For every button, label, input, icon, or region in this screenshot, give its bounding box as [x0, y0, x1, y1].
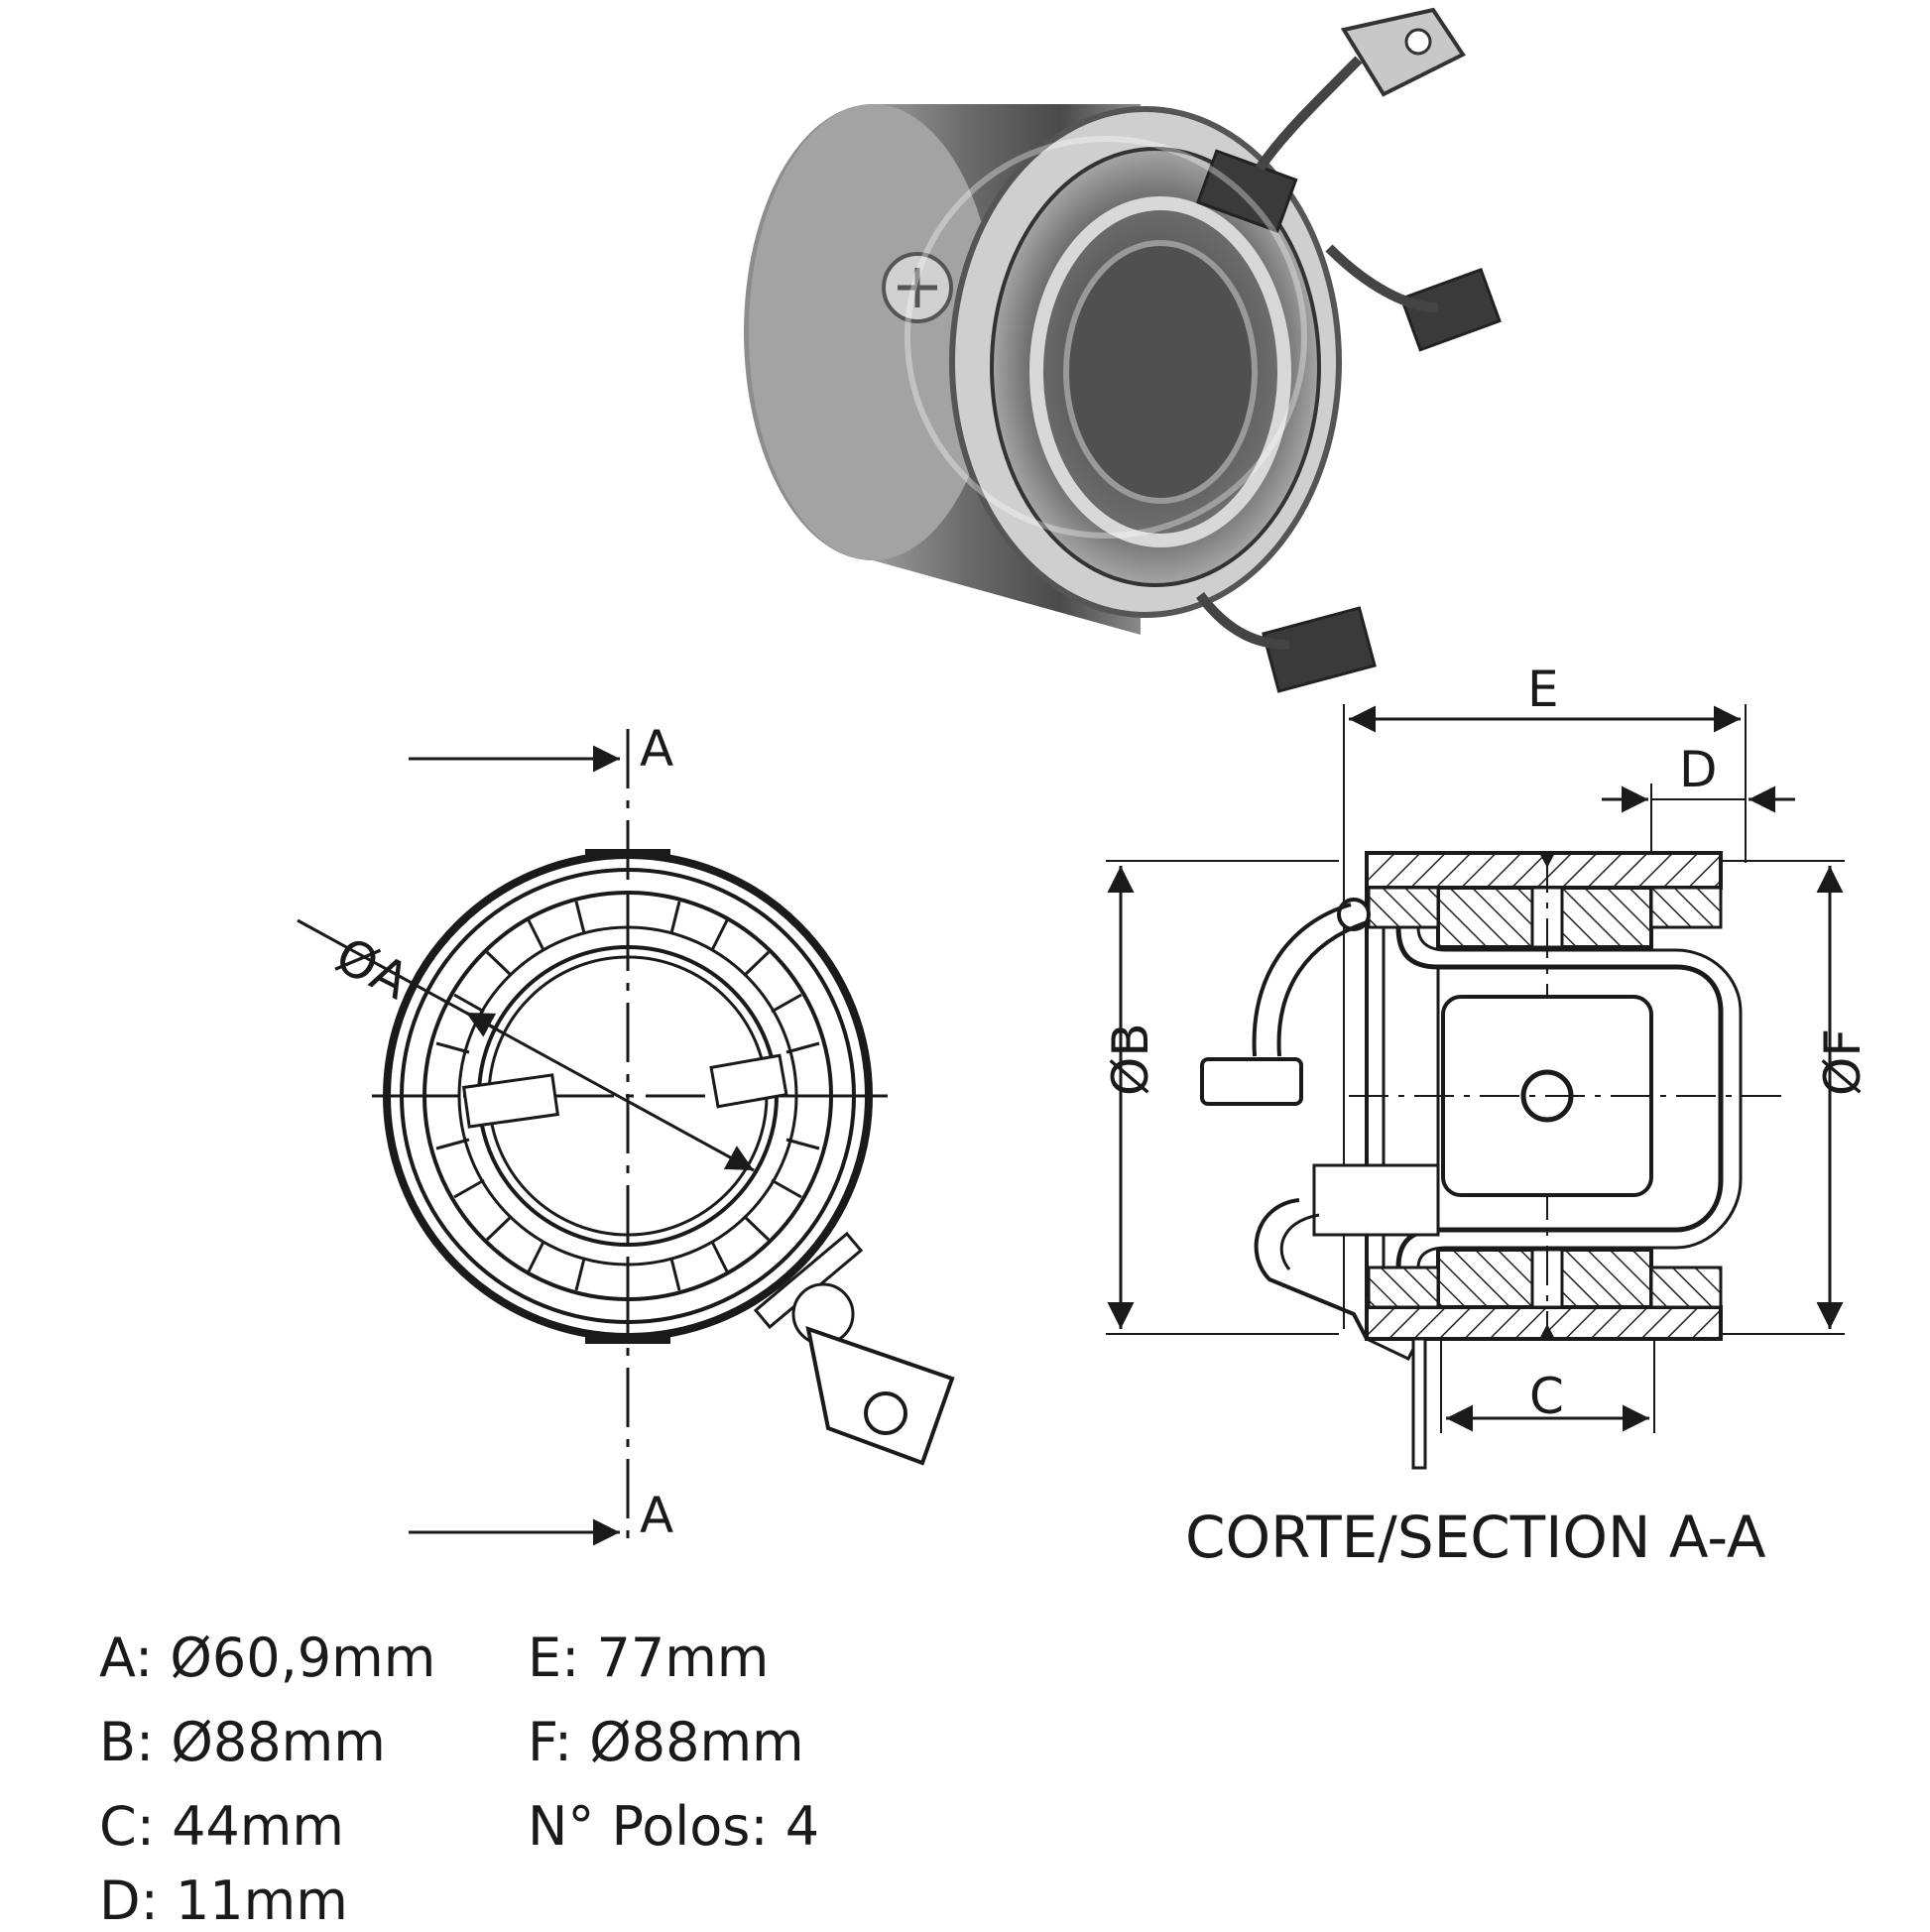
section-marker-top: A	[640, 720, 673, 778]
spec-c: C: 44mm	[99, 1795, 344, 1858]
section-caption: CORTE/SECTION A-A	[1185, 1504, 1766, 1571]
spec-poles: N° Polos: 4	[528, 1795, 820, 1858]
spec-f: F: Ø88mm	[528, 1711, 804, 1773]
section-view	[1106, 704, 1845, 1470]
front-view	[297, 729, 955, 1546]
spec-d: D: 11mm	[99, 1870, 348, 1932]
spec-b: B: Ø88mm	[99, 1711, 386, 1773]
dimension-label-b: ØB	[1102, 1023, 1159, 1096]
dimension-label-d: D	[1679, 741, 1718, 798]
spec-e: E: 77mm	[528, 1627, 770, 1689]
spec-a: A: Ø60,9mm	[99, 1627, 436, 1689]
dimension-label-c: C	[1529, 1368, 1564, 1425]
dimension-label-f: ØF	[1814, 1028, 1871, 1096]
dimension-label-e: E	[1527, 661, 1559, 718]
product-photo	[744, 7, 1502, 693]
section-marker-bottom: A	[640, 1487, 673, 1544]
